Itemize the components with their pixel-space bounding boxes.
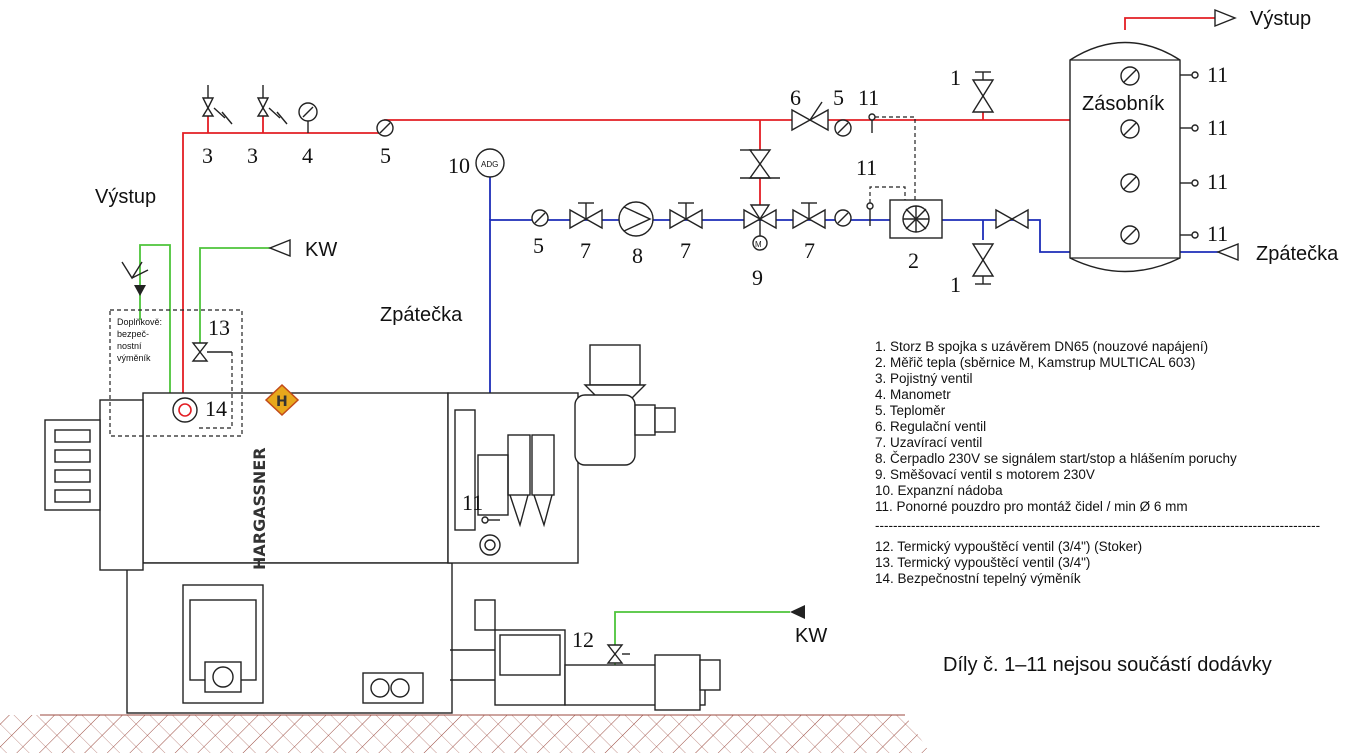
storz-coupling-bottom bbox=[971, 243, 995, 285]
sensor-pocket-return-icon bbox=[866, 202, 874, 210]
output-label-left: Výstup bbox=[95, 186, 156, 208]
shutoff-valve-3 bbox=[792, 202, 826, 230]
legend-item: 1. Storz B spojka s uzávěrem DN65 (nouzo… bbox=[875, 339, 1208, 354]
legend-item: 12. Termický vypouštěcí ventil (3/4") (S… bbox=[875, 539, 1142, 554]
legend-item: 9. Směšovací ventil s motorem 230V bbox=[875, 467, 1095, 482]
return-label-right: Zpátečka bbox=[1256, 243, 1339, 265]
svg-text:Doplňkově:: Doplňkově: bbox=[117, 317, 162, 327]
legend-item: 6. Regulační ventil bbox=[875, 419, 986, 434]
svg-text:bezpeč-: bezpeč- bbox=[117, 329, 149, 339]
expansion-vessel bbox=[475, 148, 505, 178]
boiler bbox=[44, 392, 579, 714]
legend-item: 11. Ponorné pouzdro pro montáž čidel / m… bbox=[875, 499, 1188, 514]
stoker-unit bbox=[450, 344, 721, 711]
svg-text:1: 1 bbox=[950, 65, 961, 90]
svg-text:5: 5 bbox=[380, 143, 391, 168]
svg-text:7: 7 bbox=[680, 238, 691, 263]
cold-water-arrow-bottom-icon bbox=[790, 605, 805, 619]
legend-item: 5. Teploměr bbox=[875, 403, 946, 418]
shutoff-valve-2 bbox=[669, 202, 703, 230]
manometer-icon bbox=[298, 102, 318, 133]
tank-sensors bbox=[1120, 66, 1199, 245]
legend: 1. Storz B spojka s uzávěrem DN65 (nouzo… bbox=[875, 339, 1320, 586]
svg-text:5: 5 bbox=[533, 233, 544, 258]
mixing-valve: M bbox=[743, 204, 777, 251]
svg-text:11: 11 bbox=[462, 490, 483, 515]
expansion-vessel-label: ADG bbox=[481, 160, 498, 169]
svg-text:6: 6 bbox=[790, 85, 801, 110]
svg-text:12: 12 bbox=[572, 627, 594, 652]
thermometer-top-icon bbox=[376, 119, 394, 137]
svg-text:11: 11 bbox=[856, 155, 877, 180]
safety-valve-1 bbox=[201, 85, 233, 125]
legend-item: 7. Uzavírací ventil bbox=[875, 435, 982, 450]
svg-text:výměník: výměník bbox=[117, 353, 151, 363]
storz-coupling-top bbox=[971, 71, 995, 113]
safety-valve-2 bbox=[256, 85, 288, 125]
delivery-note: Díly č. 1–11 nejsou součástí dodávky bbox=[943, 654, 1272, 676]
svg-text:11: 11 bbox=[1207, 221, 1228, 246]
thermal-valve-12 bbox=[606, 644, 630, 664]
svg-text:3: 3 bbox=[202, 143, 213, 168]
shutoff-valve-4 bbox=[995, 208, 1029, 230]
legend-item: 14. Bezpečnostní tepelný výměník bbox=[875, 571, 1081, 586]
svg-text:2: 2 bbox=[908, 248, 919, 273]
regulating-valve bbox=[791, 101, 829, 132]
legend-item: 3. Pojistný ventil bbox=[875, 371, 973, 386]
svg-text:1: 1 bbox=[950, 272, 961, 297]
cold-water-arrow-icon bbox=[268, 238, 291, 258]
optional-box bbox=[109, 309, 243, 437]
svg-text:M: M bbox=[755, 240, 762, 249]
legend-item: 8. Čerpadlo 230V se signálem start/stop … bbox=[875, 451, 1237, 466]
legend-item: 4. Manometr bbox=[875, 387, 951, 402]
thermometer-return-icon bbox=[531, 209, 549, 227]
sensor-pocket-boiler-icon bbox=[481, 516, 489, 524]
svg-text:13: 13 bbox=[208, 315, 230, 340]
output-label-top: Výstup bbox=[1250, 8, 1311, 30]
legend-item: 2. Měřič tepla (sběrnice M, Kamstrup MUL… bbox=[875, 355, 1195, 370]
svg-text:5: 5 bbox=[833, 85, 844, 110]
thermal-valve-13 bbox=[191, 342, 233, 429]
drain-funnel-icon bbox=[121, 261, 149, 296]
pump-icon bbox=[618, 201, 654, 237]
svg-text:3: 3 bbox=[247, 143, 258, 168]
legend-item: 10. Expanzní nádoba bbox=[875, 483, 1003, 498]
svg-text:9: 9 bbox=[752, 265, 763, 290]
svg-text:7: 7 bbox=[804, 238, 815, 263]
ground bbox=[0, 714, 930, 753]
thermometer-return2-icon bbox=[834, 209, 852, 227]
bypass-valve bbox=[740, 149, 780, 179]
svg-text:8: 8 bbox=[632, 243, 643, 268]
svg-text:14: 14 bbox=[205, 396, 227, 421]
svg-text:nostní: nostní bbox=[117, 341, 142, 351]
legend-item: 13. Termický vypouštěcí ventil (3/4") bbox=[875, 555, 1090, 570]
brand-logo-letter: H bbox=[276, 394, 288, 410]
sensor-pocket-icon bbox=[868, 113, 876, 121]
cold-water-label-top: KW bbox=[305, 239, 337, 261]
brand-name: HARGASSNER bbox=[250, 447, 269, 570]
tank-label: Zásobník bbox=[1082, 93, 1165, 115]
svg-text:10: 10 bbox=[448, 153, 470, 178]
svg-text:11: 11 bbox=[1207, 62, 1228, 87]
svg-text:11: 11 bbox=[1207, 169, 1228, 194]
svg-text:11: 11 bbox=[1207, 115, 1228, 140]
svg-text:11: 11 bbox=[858, 85, 879, 110]
storage-tank bbox=[1069, 41, 1181, 273]
svg-text:7: 7 bbox=[580, 238, 591, 263]
svg-text:4: 4 bbox=[302, 143, 313, 168]
legend-separator: ----------------------------------------… bbox=[875, 518, 1320, 533]
cold-water-label-bottom: KW bbox=[795, 625, 827, 647]
shutoff-valve-1 bbox=[569, 202, 603, 230]
safety-exchanger-icon bbox=[172, 397, 198, 423]
return-label-mid: Zpátečka bbox=[380, 304, 463, 326]
optional-box-text: Doplňkově: bezpeč- nostní výměník bbox=[117, 317, 162, 363]
heat-meter-icon bbox=[889, 199, 943, 239]
return-arrow-icon bbox=[1216, 242, 1239, 262]
brand-logo: H bbox=[264, 383, 300, 417]
output-arrow-icon bbox=[1214, 8, 1237, 28]
part-numbers: 1 1 2 3 3 4 5 5 5 6 7 7 7 8 9 10 11 11 1… bbox=[202, 62, 1228, 652]
